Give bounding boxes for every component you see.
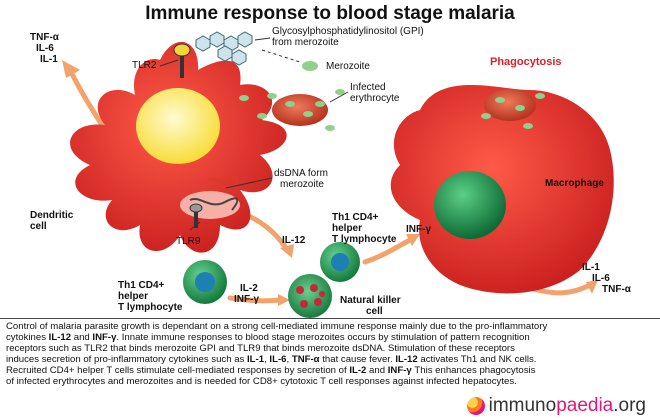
label-phagocytosis: Phagocytosis	[490, 56, 562, 68]
label-il6-dc: IL-6	[36, 43, 54, 54]
label-th1-bottom-3: T lymphocyte	[118, 302, 183, 313]
logo-text-3: .org	[613, 395, 646, 416]
label-ifn-top: INF-γ	[406, 224, 431, 235]
label-il12: IL-12	[282, 235, 306, 246]
arrow-th1-to-nk	[227, 295, 283, 304]
free-merozoites	[239, 89, 345, 131]
label-gpi-2: from merozoite	[272, 37, 339, 48]
macrophage-nucleus	[434, 171, 506, 239]
label-th1-top-3: T lymphocyte	[332, 234, 397, 245]
merozoite-dashed-line	[261, 49, 301, 63]
label-nk-1: Natural killer	[340, 295, 401, 306]
label-il6-mac: IL-6	[592, 273, 610, 284]
label-tlr2: TLR2	[132, 60, 157, 71]
label-th1-top-1: Th1 CD4+	[332, 212, 379, 223]
label-il2: IL-2	[240, 283, 258, 294]
label-il1-mac: IL-1	[582, 262, 600, 273]
label-infected-2: erythrocyte	[350, 93, 400, 104]
logo-mark-icon	[466, 397, 485, 415]
diagram-illustration	[62, 31, 614, 318]
infected-erythrocyte-top	[272, 94, 328, 126]
diagram-title: Immune response to blood stage malaria	[145, 3, 515, 24]
gpi-pointer	[254, 37, 271, 41]
label-dsdna-2: merozoite	[280, 179, 324, 190]
label-infected-1: Infected	[350, 82, 386, 93]
caption-divider	[0, 318, 660, 319]
dsdna-strand-icon	[189, 197, 239, 211]
label-th1-bottom-1: Th1 CD4+	[118, 280, 165, 291]
label-merozoite: Merozoite	[326, 61, 370, 72]
label-th1-bottom-2: helper	[118, 291, 149, 302]
label-pointers	[159, 59, 349, 231]
label-tnf-dc: TNF-α	[30, 32, 59, 43]
label-macrophage: Macrophage	[545, 178, 604, 189]
label-tlr9: TLR9	[176, 236, 201, 247]
gpi-molecule-icon	[195, 31, 253, 66]
label-th1-top-2: helper	[332, 223, 363, 234]
label-gpi-1: Glycosylphosphatidylinositol (GPI)	[272, 26, 424, 37]
th1-cell-bottom	[183, 260, 227, 304]
caption-text: Control of malaria parasite growth is de…	[6, 321, 548, 388]
merozoite-icon	[302, 61, 318, 71]
label-tnf-mac: TNF-α	[602, 284, 631, 295]
dendritic-nucleus	[136, 88, 220, 164]
tlr2-receptor-icon	[173, 43, 191, 78]
phagocytosed-erythrocyte	[481, 89, 545, 129]
dsdna-free-icon	[207, 173, 239, 187]
natural-killer-cell	[288, 274, 332, 318]
label-nk-2: cell	[366, 306, 383, 317]
label-ifn-bottom: INF-γ	[234, 294, 259, 305]
label-dendritic-1: Dendritic	[30, 210, 74, 221]
logo-text-2: paedia	[556, 395, 614, 416]
label-dendritic-2: cell	[30, 221, 47, 232]
macrophage-cell	[390, 85, 614, 294]
th1-cell-top	[320, 242, 360, 282]
arrow-th1-to-ifn	[362, 237, 413, 265]
tlr9-receptor-icon	[189, 203, 203, 228]
label-il1-dc: IL-1	[40, 54, 58, 65]
endosome	[180, 191, 240, 219]
cytokine-arrows	[67, 67, 593, 304]
arrow-heads	[62, 60, 598, 306]
label-dsdna-1: dsDNA form	[274, 168, 328, 179]
logo-text-1: immuno	[488, 395, 557, 416]
